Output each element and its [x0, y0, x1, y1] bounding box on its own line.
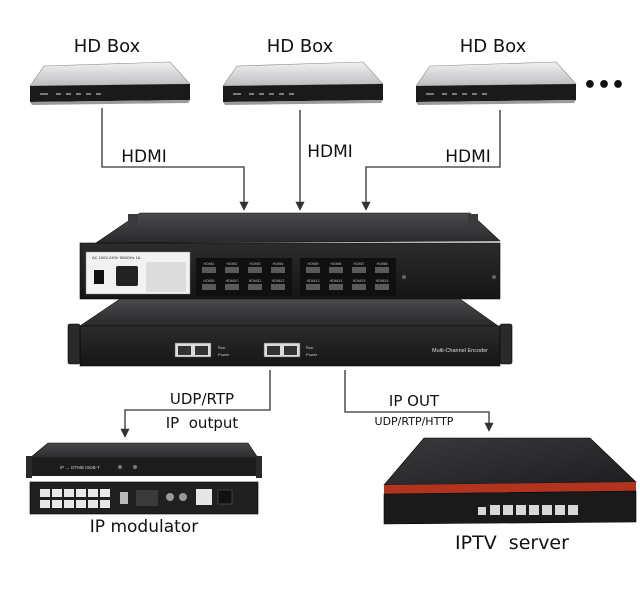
hdmi-label-1: HDMI [121, 147, 167, 167]
hdmi-port [225, 267, 239, 273]
hdmi-port-label: HDMI11 [249, 279, 262, 283]
modulator-panel-label: IP → DTMB ISDB-T [60, 465, 100, 470]
hdmi-port [352, 284, 366, 290]
hdmi-port [202, 267, 216, 273]
encoder-led-power-1: Power [218, 352, 230, 357]
hdmi-port [271, 284, 285, 290]
hdmi-port [375, 284, 389, 290]
hdmi-link-3 [361, 110, 501, 211]
hdmi-port-label: HDMI6 [331, 262, 342, 266]
hdmi-port [248, 284, 262, 290]
hdmi-port [202, 284, 216, 290]
iptv-server-device [383, 437, 637, 525]
hdmi-port-label: HDMI3 [250, 262, 261, 266]
hd-box-label-1: HD Box [74, 36, 141, 57]
hd-box-label-2: HD Box [267, 36, 334, 57]
encoder-ethernet-2 [263, 342, 301, 358]
hdmi-label-2: HDMI [307, 142, 353, 162]
encoder-led-power-2: Power [306, 352, 318, 357]
hdmi-port [306, 284, 320, 290]
hdmi-port-label: HDMI15 [353, 279, 366, 283]
ip-out-link [344, 370, 494, 432]
hdmi-port [225, 284, 239, 290]
iptv-server-label: IPTV server [455, 532, 569, 554]
hdmi-port-label: HDMI2 [227, 262, 238, 266]
hdmi-port-label: HDMI8 [377, 262, 388, 266]
hdmi-port-label: HDMI16 [376, 279, 389, 283]
encoder-ethernet-1 [174, 342, 212, 358]
hdmi-port [306, 267, 320, 273]
hdmi-port [271, 267, 285, 273]
hdmi-port-label: HDMI1 [204, 262, 215, 266]
udp-rtp-label: UDP/RTP [170, 390, 234, 408]
ip-out-protocols-label: UDP/RTP/HTTP [375, 415, 454, 428]
encoder-power-label: AC 100V-240V 50/60Hz 1A [92, 255, 141, 260]
hdmi-port-label: HDMI14 [330, 279, 343, 283]
hd-box-1 [29, 61, 191, 105]
hdmi-port-label: HDMI10 [226, 279, 239, 283]
encoder-vent [146, 262, 186, 292]
hdmi-port [375, 267, 389, 273]
hdmi-ports-top-row: HDMI1 HDMI2 HDMI3 HDMI4 HDMI5 HDMI6 HDMI7 HDMI8 [202, 262, 389, 273]
server-ports [478, 505, 578, 515]
hdmi-port-label: HDMI7 [354, 262, 365, 266]
ip-modulator-label: IP modulator [90, 517, 198, 537]
more-devices-ellipsis: ••• [583, 73, 625, 98]
ip-output-label: IP output [166, 414, 239, 432]
hdmi-port-label: HDMI4 [273, 262, 284, 266]
hdmi-port-label: HDMI12 [272, 279, 285, 283]
encoder-front-unit: Run Power Run Power Multi-Channel Encode… [67, 298, 513, 367]
hdmi-port-label: HDMI9 [204, 279, 215, 283]
ip-modulator-device: IP → DTMB ISDB-T [26, 442, 262, 515]
hdmi-label-3: HDMI [445, 147, 491, 167]
hdmi-ports-bottom-row: HDMI9 HDMI10 HDMI11 HDMI12 HDMI13 HDMI14 HDMI1… [202, 279, 389, 290]
encoder-led-run-1: Run [218, 345, 225, 350]
encoder-front-label: Multi-Channel Encoder [432, 348, 488, 354]
hd-box-label-3: HD Box [460, 36, 527, 57]
hd-box-2 [222, 61, 384, 105]
hdmi-link-1 [101, 108, 249, 211]
hdmi-port [329, 267, 343, 273]
hdmi-port-label: HDMI13 [307, 279, 320, 283]
hdmi-port [352, 267, 366, 273]
ip-output-link [120, 370, 271, 438]
hdmi-port-label: HDMI5 [308, 262, 319, 266]
encoder-led-run-2: Run [306, 345, 313, 350]
hdmi-port [248, 267, 262, 273]
hdmi-port [329, 284, 343, 290]
ip-out-label: IP OUT [389, 392, 440, 410]
hd-box-3 [415, 61, 577, 105]
